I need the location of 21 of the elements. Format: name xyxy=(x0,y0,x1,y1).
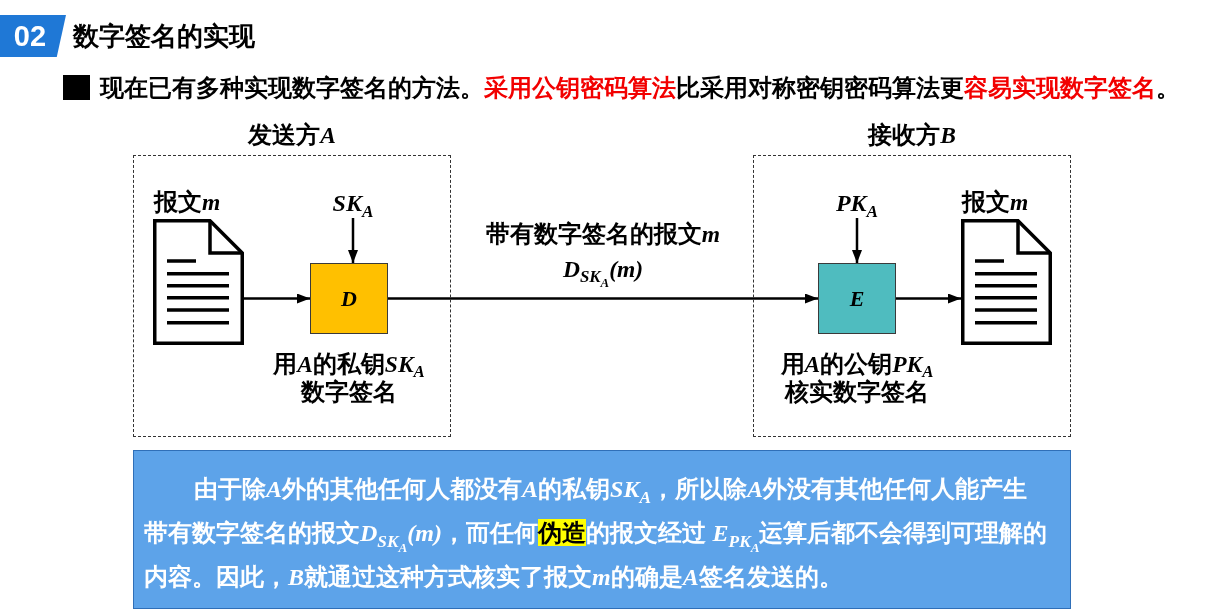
arrow xyxy=(852,218,862,263)
panel-heading: 发送方A xyxy=(248,121,336,150)
slide-title: 数字签名的实现 xyxy=(73,20,255,53)
panel-heading: 接收方B xyxy=(868,121,956,150)
arrow xyxy=(244,293,310,304)
document-heading: 报文m xyxy=(962,188,1029,217)
key-label: PK$_{A}$ xyxy=(835,188,879,218)
signing-box xyxy=(310,263,388,334)
caption-text: 用A的私钥SK$_{A}$数字签名 xyxy=(272,350,426,406)
arrow xyxy=(896,293,961,304)
note-panel xyxy=(133,450,1071,609)
verification-box xyxy=(818,263,896,334)
document-heading: 报文m xyxy=(154,188,221,217)
caption-text: 用A的公钥PK$_{A}$核实数字签名 xyxy=(779,350,935,406)
arrow xyxy=(388,293,818,304)
arrow xyxy=(348,218,358,263)
section-number: 02 xyxy=(0,15,66,57)
bullet-text: 现在已有多种实现数字签名的方法。采用公钥密码算法比采用对称密钥密码算法更容易实现数字签名。 xyxy=(100,74,1180,103)
operation-label: D xyxy=(341,285,357,312)
operation-label: E xyxy=(849,285,865,312)
key-label: SK$_{A}$ xyxy=(332,188,374,218)
